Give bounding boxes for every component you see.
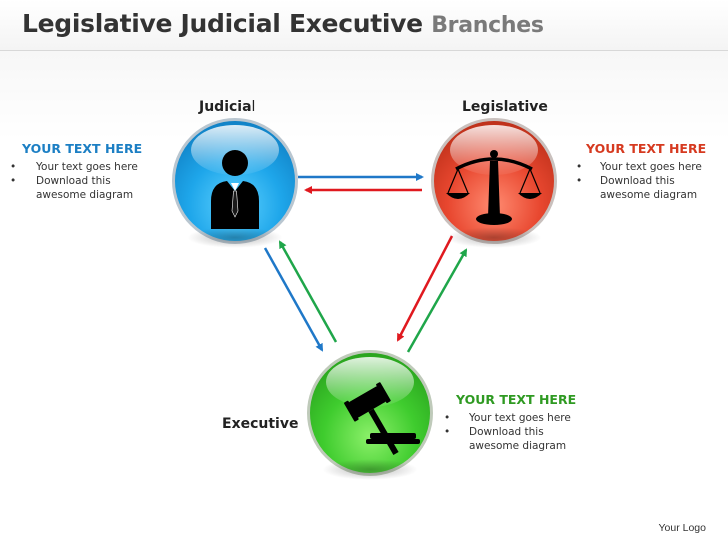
executive-text-block: YOUR TEXT HERE Your text goes here Downl… [444,392,594,453]
executive-label: Executive [222,416,299,432]
judicial-label-bold: Judicia [199,99,252,115]
bullet-item-continuation: awesome diagram [469,440,567,452]
bullet-item: Your text goes here [10,160,160,174]
page-title: Legislative Judicial Executive Branches [22,9,544,38]
legislative-orb [431,118,557,249]
title-main: Legislative Judicial Executive [22,9,423,38]
bullet-item: Download this [10,174,160,188]
businessman-icon [211,150,259,229]
gavel-icon [344,382,420,455]
legislative-text-block: YOUR TEXT HERE Your text goes here Downl… [576,141,726,202]
text-heading: YOUR TEXT HERE [456,392,577,407]
bullet-list: Your text goes here Download this awesom… [576,160,726,202]
title-sub: Branches [431,13,544,38]
legislative-label: Legislative [462,99,548,115]
arrow-legislative-to-executive [396,235,454,342]
bullet-list: Your text goes here Download this awesom… [10,160,160,202]
arrow-executive-to-judicial [278,240,338,343]
executive-orb [307,350,433,481]
bullet-item-continuation: awesome diagram [600,189,698,201]
bullet-list: Your text goes here Download this awesom… [444,411,594,453]
judicial-orb [172,118,298,249]
judicial-label: Judicial [199,99,255,115]
logo-placeholder: Your Logo [658,522,707,534]
judicial-label-light: l [251,99,256,115]
bullet-item-continuation: awesome diagram [36,189,134,201]
text-heading: YOUR TEXT HERE [22,141,143,156]
arrow-judicial-to-executive [263,247,324,352]
bullet-item: Download this [444,425,594,439]
bullet-item: Your text goes here [576,160,726,174]
arrow-executive-to-legislative [406,248,468,353]
bullet-item: Your text goes here [444,411,594,425]
header-bar: Legislative Judicial Executive Branches [0,0,728,51]
judicial-text-block: YOUR TEXT HERE Your text goes here Downl… [10,141,160,202]
scales-of-justice-icon [446,150,542,225]
bullet-item: Download this [576,174,726,188]
text-heading: YOUR TEXT HERE [586,141,707,156]
